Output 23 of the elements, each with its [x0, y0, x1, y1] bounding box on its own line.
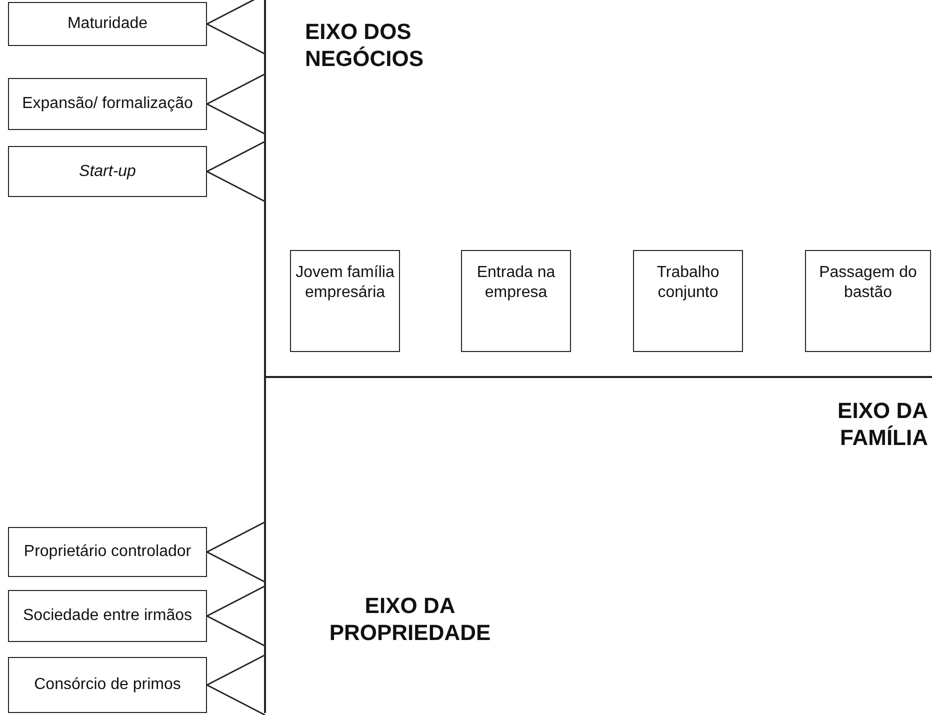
stage-box [8, 590, 207, 642]
stage-label: Consórcio de primos [34, 675, 181, 695]
axis-title: EIXO DA FAMÍLIA [836, 397, 928, 451]
stage-box [8, 78, 207, 130]
stage-label: Sociedade entre irmãos [23, 606, 192, 626]
stage-box [805, 250, 931, 352]
stage-label: Start-up [79, 162, 136, 182]
stage-label: Entrada na empresa [476, 263, 556, 303]
stage-label: Jovem família empresária [294, 263, 396, 303]
stage-box [633, 250, 743, 352]
stage-label: Expansão/ formalização [22, 94, 193, 114]
stage-box [461, 250, 571, 352]
stage-label: Passagem do bastão [818, 263, 918, 303]
stage-box [8, 657, 207, 713]
stage-box [8, 527, 207, 577]
stage-box [8, 2, 207, 46]
axis-title: EIXO DOS NEGÓCIOS [305, 18, 425, 72]
stage-label: Proprietário controlador [24, 542, 192, 562]
stage-label: Trabalho conjunto [656, 263, 720, 303]
axis-title: EIXO DA PROPRIEDADE [328, 592, 492, 646]
stage-label: Maturidade [67, 14, 148, 34]
stage-box [8, 146, 207, 197]
stage-box [290, 250, 400, 352]
